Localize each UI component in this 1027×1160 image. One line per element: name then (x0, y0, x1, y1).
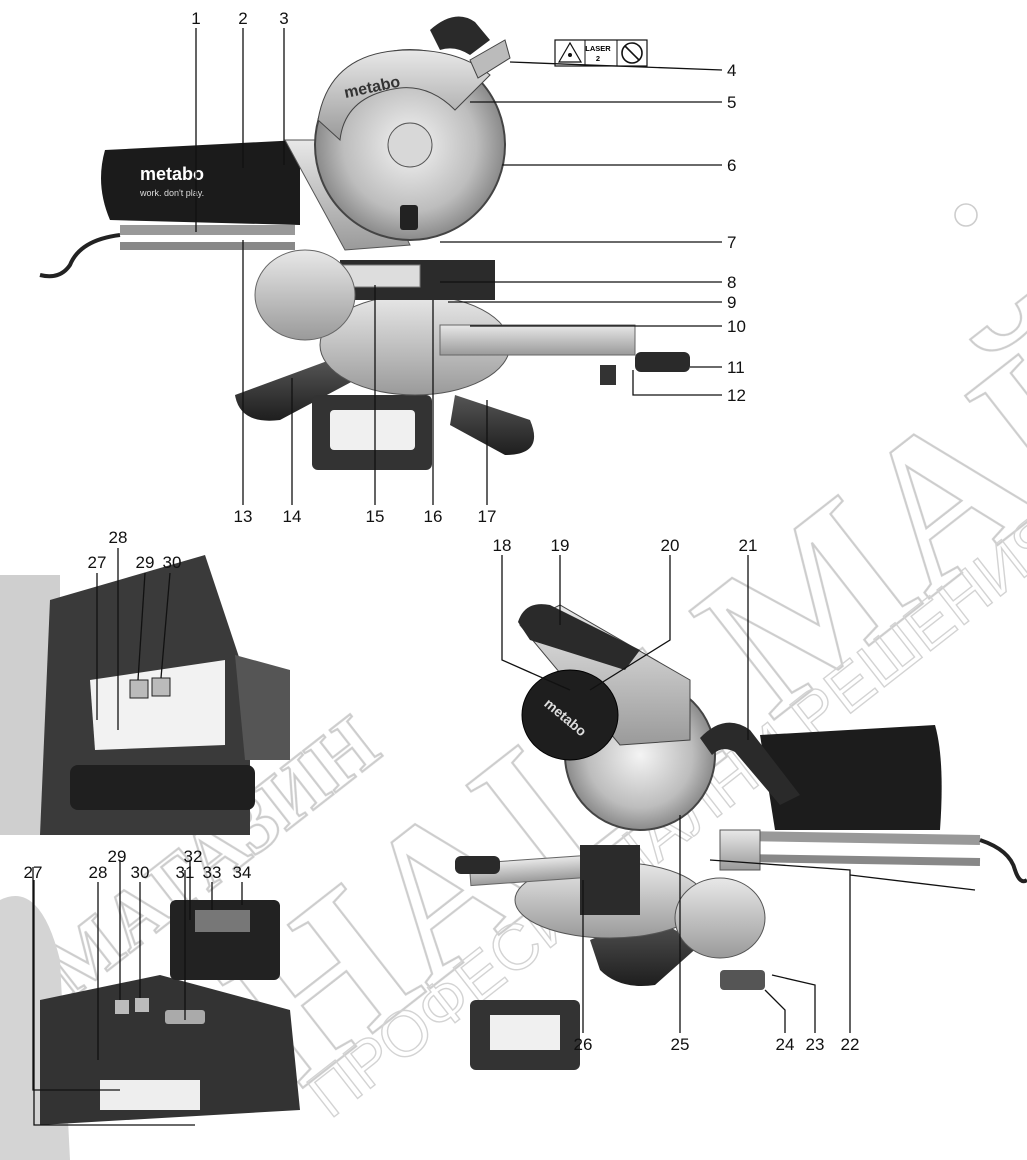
saw-lock-knob (400, 205, 418, 230)
laser-label-line1: LASER (585, 44, 611, 53)
saw-laser-module (469, 39, 511, 79)
callout-34: 34 (233, 863, 252, 882)
callout-16: 16 (424, 507, 443, 526)
inset-bottom-battery-indicator (195, 910, 250, 932)
no-eye-exposure-icon (621, 42, 643, 64)
callout-numbers: 1 2 3 4 5 6 7 8 9 10 11 12 13 14 15 16 1… (24, 9, 860, 1054)
side-extension-knob (455, 856, 500, 874)
figure-main-saw: metabo work. don't play. metabo LASER 2 (39, 16, 690, 470)
saw-foot-left (235, 360, 355, 421)
side-slide-rod-upper (739, 831, 981, 845)
inset-top-switch-30 (151, 677, 171, 697)
inset-bottom-switch-30 (135, 998, 149, 1012)
callout-14: 14 (283, 507, 302, 526)
callout-21: 21 (739, 536, 758, 555)
bag-brand-text: metabo (140, 164, 204, 184)
saw-upper-guard (317, 49, 491, 142)
saw-extension-right (439, 324, 636, 356)
laser-hazard-icon (557, 41, 583, 63)
saw-dust-bag (101, 140, 300, 225)
saw-blade-hub (387, 122, 433, 168)
side-front-grip-hole (490, 1015, 560, 1050)
callout-30-top: 30 (163, 553, 182, 572)
saw-support-foot (600, 365, 616, 385)
registered-mark-icon (954, 203, 978, 227)
callout-20: 20 (661, 536, 680, 555)
side-bevel-lock (720, 970, 765, 990)
saw-power-cable (39, 233, 121, 279)
callout-15: 15 (366, 507, 385, 526)
inset-bottom-grip-hole (100, 1080, 200, 1110)
saw-motor-housing (254, 249, 356, 341)
callout-26: 26 (574, 1035, 593, 1054)
callout-9: 9 (727, 293, 736, 312)
callout-1: 1 (191, 9, 200, 28)
callout-32: 32 (184, 847, 203, 866)
callout-25: 25 (671, 1035, 690, 1054)
side-power-cable (979, 838, 1027, 884)
callout-10: 10 (727, 317, 746, 336)
callout-27-bottom: 27 (24, 863, 43, 882)
side-fence (580, 845, 640, 915)
side-rod-bracket (719, 829, 761, 871)
callout-12: 12 (727, 386, 746, 405)
callout-3: 3 (279, 9, 288, 28)
callout-30-bottom: 30 (131, 863, 150, 882)
callout-29-bottom: 29 (108, 847, 127, 866)
saw-foot-right (450, 395, 535, 455)
leader-lines (32, 28, 976, 1126)
side-slide-rod-lower (739, 854, 981, 866)
callout-22: 22 (841, 1035, 860, 1054)
callout-7: 7 (727, 233, 736, 252)
laser-warning-label: LASER 2 (554, 39, 648, 67)
callout-29-top: 29 (136, 553, 155, 572)
callout-11: 11 (727, 358, 745, 377)
callout-5: 5 (727, 93, 736, 112)
callout-8: 8 (727, 273, 736, 292)
figure-side-view: metabo (455, 604, 1027, 1070)
callout-24: 24 (776, 1035, 795, 1054)
callout-28-top: 28 (109, 528, 128, 547)
callout-2: 2 (238, 9, 247, 28)
callout-27-top: 27 (88, 553, 107, 572)
callout-4: 4 (727, 61, 736, 80)
inset-top-rubber-grip (70, 765, 255, 810)
inset-top-motor (235, 655, 290, 760)
saw-front-grip-hole (330, 410, 415, 450)
inset-bottom-switch-29 (115, 1000, 129, 1014)
side-motor-cap (521, 669, 619, 761)
bag-brand-subtext: work. don't play. (139, 188, 204, 198)
callout-17: 17 (478, 507, 497, 526)
callout-19: 19 (551, 536, 570, 555)
callout-33: 33 (203, 863, 222, 882)
callout-18: 18 (493, 536, 512, 555)
inset-top-switch-29 (129, 679, 149, 699)
side-rear-handle (700, 722, 800, 805)
figure-handle-inset-top (0, 555, 290, 835)
side-top-handle (518, 604, 640, 670)
laser-label-line2: 2 (596, 54, 600, 63)
saw-extension-knob (635, 352, 690, 372)
inset-top-handle-grip-hole (90, 660, 225, 750)
side-dust-bag (760, 725, 942, 830)
saw-top-handle (430, 16, 490, 55)
callout-31: 31 (176, 863, 195, 882)
callout-23: 23 (806, 1035, 825, 1054)
side-motor-housing (674, 877, 766, 959)
callout-28-bottom: 28 (89, 863, 108, 882)
callout-6: 6 (727, 156, 736, 175)
callout-13: 13 (234, 507, 253, 526)
